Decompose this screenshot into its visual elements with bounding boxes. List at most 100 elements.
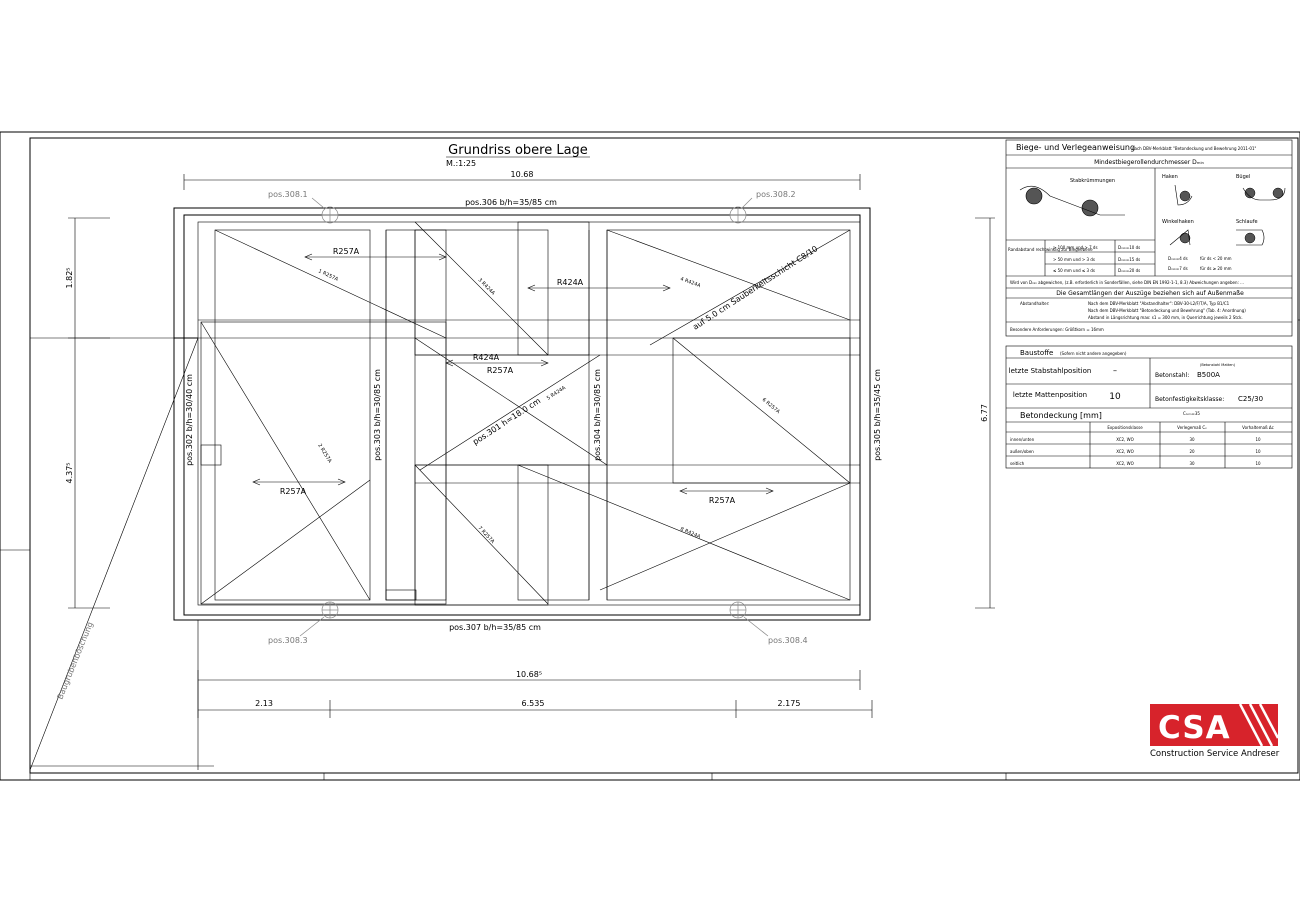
letzte-stab-label: letzte Stabstahlposition [1009,367,1092,375]
legend-min-bend: Mindestbiegerollendurchmesser Dₘᵢₙ [1094,159,1204,166]
legend-winkelhaken: Winkelhaken [1162,219,1194,225]
baustoffe-note: (Sofern nicht andere angegeben) [1060,351,1127,356]
mat-tag-8: 8 R424A [679,526,701,540]
beam-bottom-label: pos.307 b/h=35/85 cm [449,623,541,632]
dim-left-lower: 4.37⁵ [65,462,74,483]
beam-inner-label: pos.304 b/h=30/85 cm [593,369,602,461]
svg-text:seitlich: seitlich [1010,461,1025,466]
slab-label: pos.301 h=18.0 cm [471,396,542,447]
mat-label-r257-c: R257A [280,487,307,496]
svg-text:30: 30 [1189,437,1195,442]
legend-d1: Dₘᵢₙ=10 ds [1118,245,1140,250]
mat-tag-7: 7 R257A [477,525,496,545]
drawing-title: Grundriss obere Lage [448,143,588,158]
pile-label-3084: pos.308.4 [768,636,808,645]
dim-bottom-right: 2.175 [778,699,801,708]
materials-table: Baustoffe (Sofern nicht andere angegeben… [1005,345,1293,469]
legend-note2: Die Gesamtlängen der Auszüge beziehen si… [1056,290,1244,297]
legend-abstand-label: Abstandhalter: [1020,301,1050,306]
logo-abbr: CSA [1158,710,1231,746]
mat-label-r424-a: R424A [557,278,584,287]
legend-haken: Haken [1162,174,1178,180]
slope-line [29,337,199,771]
legend-stabkruemmungen: Stabkrümmungen [1070,178,1115,184]
mat-tag-3: 3 R424A [477,277,497,297]
table-row: seitlich XC2, WO 30 10 [1010,461,1261,466]
baustoffe-title: Baustoffe [1020,349,1053,357]
legend-abstand3: Abstand in Längsrichtung max: s1 = 300 m… [1088,315,1243,320]
letzte-stab-value: – [1113,366,1117,375]
legend-header: Biege- und Verlegeanweisung [1016,143,1135,152]
legend-r2: > 50 mm und > 3 ds [1053,257,1095,262]
mat-tag-1: 1 R257A [317,268,339,283]
dim-left-upper: 1.82⁵ [65,267,74,288]
legend-ds1: für ds < 20 mm [1200,256,1232,261]
mat-arrows [252,253,774,495]
svg-text:außen/oben: außen/oben [1010,449,1034,454]
legend-buegel: Bügel [1236,174,1250,180]
outer-frame [0,131,1300,781]
betonstahl-note: (Betonstahl Matten) [1200,363,1236,367]
col-cv: Verlegemaß Cᵥ [1177,425,1207,430]
beam-right-label: pos.305 b/h=35/45 cm [873,369,882,461]
svg-text:XC2, WO: XC2, WO [1116,461,1133,466]
legend-rand: Randabstand rechtwinklig zur Biegeebene [1008,247,1093,252]
svg-text:10: 10 [1255,437,1261,442]
svg-text:20: 20 [1189,449,1195,454]
mat-label-r257-a: R257A [333,247,360,256]
table-row: innen/unten XC2, WO 30 10 [1010,437,1261,442]
svg-text:10: 10 [1255,461,1261,466]
legend-abstand2: Nach dem DBV-Merkblatt "Betondeckung und… [1088,308,1246,313]
festigkeit-value: C25/30 [1238,395,1263,403]
legend-panel: Biege- und Verlegeanweisung nach DBV-Mer… [1005,139,1293,337]
mat-label-r424-b: R424A [473,353,500,362]
csa-logo: CSA Construction Service Andreser [1150,703,1280,759]
inner-frame [29,137,1299,774]
dim-bottom-left: 2.13 [255,699,273,708]
svg-text:XC2, WO: XC2, WO [1116,449,1133,454]
mat-tag-2: 2 R257A [316,443,333,465]
table-row: außen/oben XC2, WO 20 10 [1010,449,1261,454]
svg-text:30: 30 [1189,461,1195,466]
cnom-label: Cₙₒₘ=35 [1183,411,1200,416]
col-exp: Expositionsklasse [1107,425,1143,430]
dim-top: 10.68 [511,170,534,179]
letzte-matte-label: letzte Mattenposition [1013,391,1087,399]
drawing-scale: M.:1:25 [446,159,476,168]
pile-label-3081: pos.308.1 [268,190,308,199]
letzte-matte-value: 10 [1109,392,1121,402]
legend-ds2: für ds ≥ 20 mm [1200,266,1232,271]
svg-text:10: 10 [1255,449,1261,454]
legend-dm1: Dₘᵢₙ=4 ds [1168,256,1188,261]
legend-d2: Dₘᵢₙ=15 ds [1118,257,1140,262]
col-dc: Vorhaltemaß Δc [1242,425,1274,430]
legend-r3: ≤ 50 mm und ≤ 3 ds [1053,268,1095,273]
legend-r1: > 100 mm und > 7 ds [1053,245,1098,250]
beam-top-label: pos.306 b/h=35/85 cm [465,198,557,207]
pile-markers [321,206,747,619]
beam-mid-label: pos.303 b/h=30/85 cm [373,369,382,461]
dim-bottom-total: 10.68⁵ [516,670,542,679]
betonstahl-label: Betonstahl: [1155,372,1189,379]
legend-schlaufe: Schlaufe [1236,219,1258,225]
foundation-outline [173,207,871,621]
mat-label-r257-b: R257A [487,366,514,375]
dim-bottom-mid: 6.535 [522,699,545,708]
festigkeit-label: Betonfestigkeitsklasse: [1155,396,1224,403]
mat-tag-4: 4 R424A [679,276,702,289]
betonstahl-value: B500A [1197,371,1220,379]
slope-label: Baugrubenböschung [56,621,95,701]
legend-header-small: nach DBV-Merkblatt "Betondeckung und Bew… [1132,146,1256,151]
legend-note1: Wird von Dₘᵢₙ abgewichen, (z.B. erforder… [1010,280,1244,285]
spacer-note: auf 5.0 cm Sauberkeitsschicht C8/10 [691,244,819,332]
svg-text:XC2, WO: XC2, WO [1116,437,1133,442]
legend-abstand1: Nach dem DBV-Merkblatt "Abstandhalter": … [1088,301,1230,306]
dim-right: 6.77 [980,404,989,422]
legend-dm2: Dₘᵢₙ=7 ds [1168,266,1188,271]
mat-label-r257-d: R257A [709,496,736,505]
legend-besondere: Besondere Anforderungen: Größtkorn = 16m… [1010,327,1104,332]
logo-name: Construction Service Andreser [1150,749,1280,759]
pile-label-3083: pos.308.3 [268,636,308,645]
beam-left-label: pos.302 b/h=30/40 cm [185,374,194,466]
